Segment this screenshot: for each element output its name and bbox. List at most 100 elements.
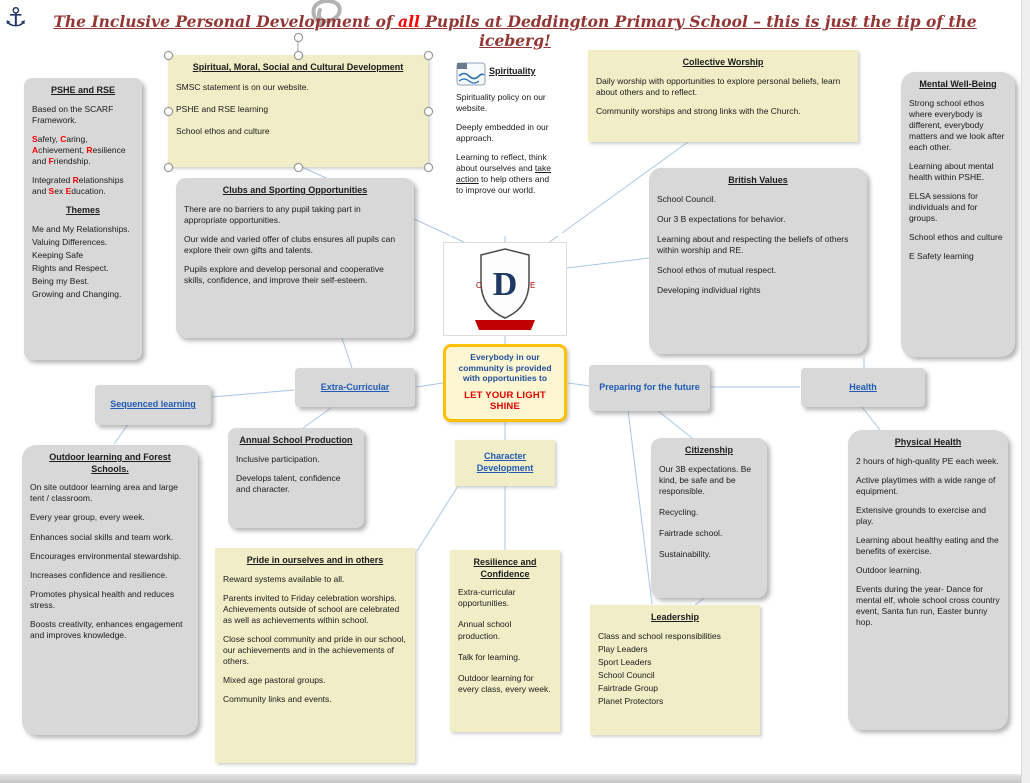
rotate-handle[interactable] — [294, 33, 303, 42]
node-health[interactable]: Health — [801, 368, 925, 407]
collective-worship-title: Collective Worship — [682, 57, 764, 67]
paragraph: Sustainability. — [659, 548, 711, 559]
pride-title: Pride in ourselves and in others — [246, 555, 384, 565]
paragraph: 2 hours of high-quality PE each week. — [856, 455, 999, 466]
collective-worship-box[interactable]: Collective Worship Daily worship with op… — [588, 50, 858, 142]
resilience-box[interactable]: Resilience and Confidence Extra-curricul… — [450, 550, 560, 732]
paragraph: School ethos and culture — [909, 232, 1003, 243]
mental-wellbeing-box[interactable]: Mental Well-Being Strong school ethos wh… — [901, 72, 1015, 357]
node-preparing-for-the-future[interactable]: Preparing for the future — [589, 365, 710, 411]
smsc-box[interactable]: Spiritual, Moral, Social and Cultural De… — [168, 55, 428, 167]
leadership-item: Fairtrade Group — [598, 682, 658, 693]
citizenship-box[interactable]: Citizenship Our 3B expectations. Be kind… — [651, 438, 767, 598]
theme-item: Me and My Relationships. — [32, 223, 130, 234]
center-message-box[interactable]: Everybody in our community is provided w… — [443, 344, 567, 422]
clubs-box[interactable]: Clubs and Sporting Opportunities There a… — [176, 178, 414, 338]
selection-handle-top-left[interactable] — [164, 51, 173, 60]
paragraph: Extra-curricular opportunities. — [458, 587, 516, 609]
theme-item: Rights and Respect. — [32, 262, 109, 273]
pshe-box[interactable]: PSHE and RSE Based on the SCARF Framewor… — [24, 78, 142, 360]
paragraph: Spirituality policy on our website. — [456, 92, 546, 114]
theme-item: Keeping Safe — [32, 249, 84, 260]
paragraph: Community worships and strong links with… — [596, 105, 801, 116]
node-label: Character Development — [476, 451, 534, 473]
paragraph: Every year group, every week. — [30, 512, 145, 523]
paragraph: Develops talent, confidence and characte… — [236, 472, 341, 494]
pshe-intro: Based on the SCARF Framework. — [32, 103, 114, 125]
annual-production-box[interactable]: Annual School Production Inclusive parti… — [228, 428, 364, 528]
take-action-link: take action — [456, 163, 551, 185]
node-label: Preparing for the future — [599, 382, 700, 393]
paragraph: Our 3B expectations. Be kind, be safe an… — [659, 463, 752, 496]
smsc-title: Spiritual, Moral, Social and Cultural De… — [192, 62, 404, 72]
paragraph: Promotes physical health and reduces str… — [30, 588, 175, 610]
theme-item: Growing and Changing. — [32, 288, 122, 299]
selection-handle-top-center[interactable] — [294, 51, 303, 60]
svg-text:E: E — [530, 281, 535, 290]
vertical-scrollbar[interactable] — [1021, 0, 1030, 783]
british-values-box[interactable]: British Values School Council. Our 3 B e… — [649, 168, 867, 354]
paragraph: Learning about healthy eating and the be… — [856, 534, 999, 556]
physical-health-title: Physical Health — [894, 437, 962, 447]
paragraph: Our wide and varied offer of clubs ensur… — [184, 233, 396, 255]
theme-item: Being my Best. — [32, 275, 90, 286]
mental-wellbeing-title: Mental Well-Being — [919, 79, 997, 89]
node-sequenced-learning[interactable]: Sequenced learning — [95, 385, 211, 425]
paragraph: Extensive grounds to exercise and play. — [856, 504, 986, 526]
selection-handle-mid-right[interactable] — [424, 107, 433, 116]
node-character-development[interactable]: Character Development — [455, 440, 555, 486]
spirituality-image-icon — [456, 62, 486, 86]
paragraph: Active playtimes with a wide range of eq… — [856, 474, 996, 496]
selection-handle-bottom-center[interactable] — [294, 163, 303, 172]
node-label: Sequenced learning — [110, 399, 196, 410]
center-message-line2: LET YOUR LIGHT SHINE — [464, 389, 546, 412]
node-extra-curricular[interactable]: Extra-Curricular — [295, 368, 415, 407]
school-logo[interactable]: C E D — [443, 242, 567, 336]
physical-health-box[interactable]: Physical Health 2 hours of high-quality … — [848, 430, 1008, 730]
leadership-item: Planet Protectors — [598, 695, 664, 706]
spirituality-box[interactable]: Spirituality Spirituality policy on our … — [450, 58, 562, 236]
paragraph: Learning about and respecting the belief… — [657, 233, 849, 255]
smsc-line: PSHE and RSE learning — [176, 103, 269, 114]
title-highlight-all: all — [398, 12, 420, 31]
pshe-scarf-sentence: Safety, Caring, Achievement, Resilience … — [32, 133, 126, 166]
selection-handle-top-right[interactable] — [424, 51, 433, 60]
outdoor-learning-box[interactable]: Outdoor learning and Forest Schools. On … — [22, 445, 198, 735]
paragraph: Events during the year- Dance for mental… — [856, 584, 1000, 628]
paragraph: Recycling. — [659, 506, 699, 517]
paragraph: Mixed age pastoral groups. — [223, 675, 326, 686]
pshe-themes-title: Themes — [65, 205, 100, 216]
spirituality-title: Spirituality — [489, 66, 536, 76]
horizontal-scrollbar[interactable] — [0, 774, 1030, 783]
selection-handle-bottom-right[interactable] — [424, 163, 433, 172]
selection-handle-bottom-left[interactable] — [164, 163, 173, 172]
pride-box[interactable]: Pride in ourselves and in others Reward … — [215, 548, 415, 763]
pshe-themes-list: Me and My Relationships. Valuing Differe… — [32, 224, 134, 300]
page-title: The Inclusive Personal Development of al… — [50, 12, 980, 50]
paragraph: Learning about mental health within PSHE… — [909, 160, 994, 182]
title-text-suffix: Pupils at Deddington Primary School – th… — [419, 12, 977, 50]
leadership-item: Play Leaders — [598, 643, 648, 654]
paragraph: ELSA sessions for individuals and for gr… — [909, 191, 978, 224]
outdoor-learning-title: Outdoor learning and Forest Schools. — [49, 452, 171, 474]
paragraph: Developing individual rights — [657, 284, 761, 295]
paragraph: Parents invited to Friday celebration wo… — [223, 592, 400, 625]
theme-item: Valuing Differences. — [32, 236, 108, 247]
paragraph: Deeply embedded in our approach. — [456, 122, 549, 144]
paragraph: Talk for learning. — [458, 651, 521, 662]
paragraph: On site outdoor learning area and large … — [30, 482, 178, 504]
selection-handle-mid-left[interactable] — [164, 107, 173, 116]
annual-production-title: Annual School Production — [239, 435, 353, 445]
paragraph: School ethos of mutual respect. — [657, 264, 777, 275]
node-label: Extra-Curricular — [320, 381, 390, 392]
paragraph: Pupils explore and develop personal and … — [184, 263, 384, 285]
leadership-box[interactable]: Leadership Class and school responsibili… — [590, 605, 760, 735]
paragraph: School Council. — [657, 193, 717, 204]
paragraph: Increases confidence and resilience. — [30, 569, 168, 580]
leadership-item: Class and school responsibilities — [598, 630, 721, 641]
british-values-title: British Values — [728, 175, 788, 185]
pshe-rse-sentence: Integrated Relationships and Sex Educati… — [32, 174, 124, 196]
paragraph: There are no barriers to any pupil takin… — [184, 203, 361, 225]
paragraph: Daily worship with opportunities to expl… — [596, 75, 841, 97]
